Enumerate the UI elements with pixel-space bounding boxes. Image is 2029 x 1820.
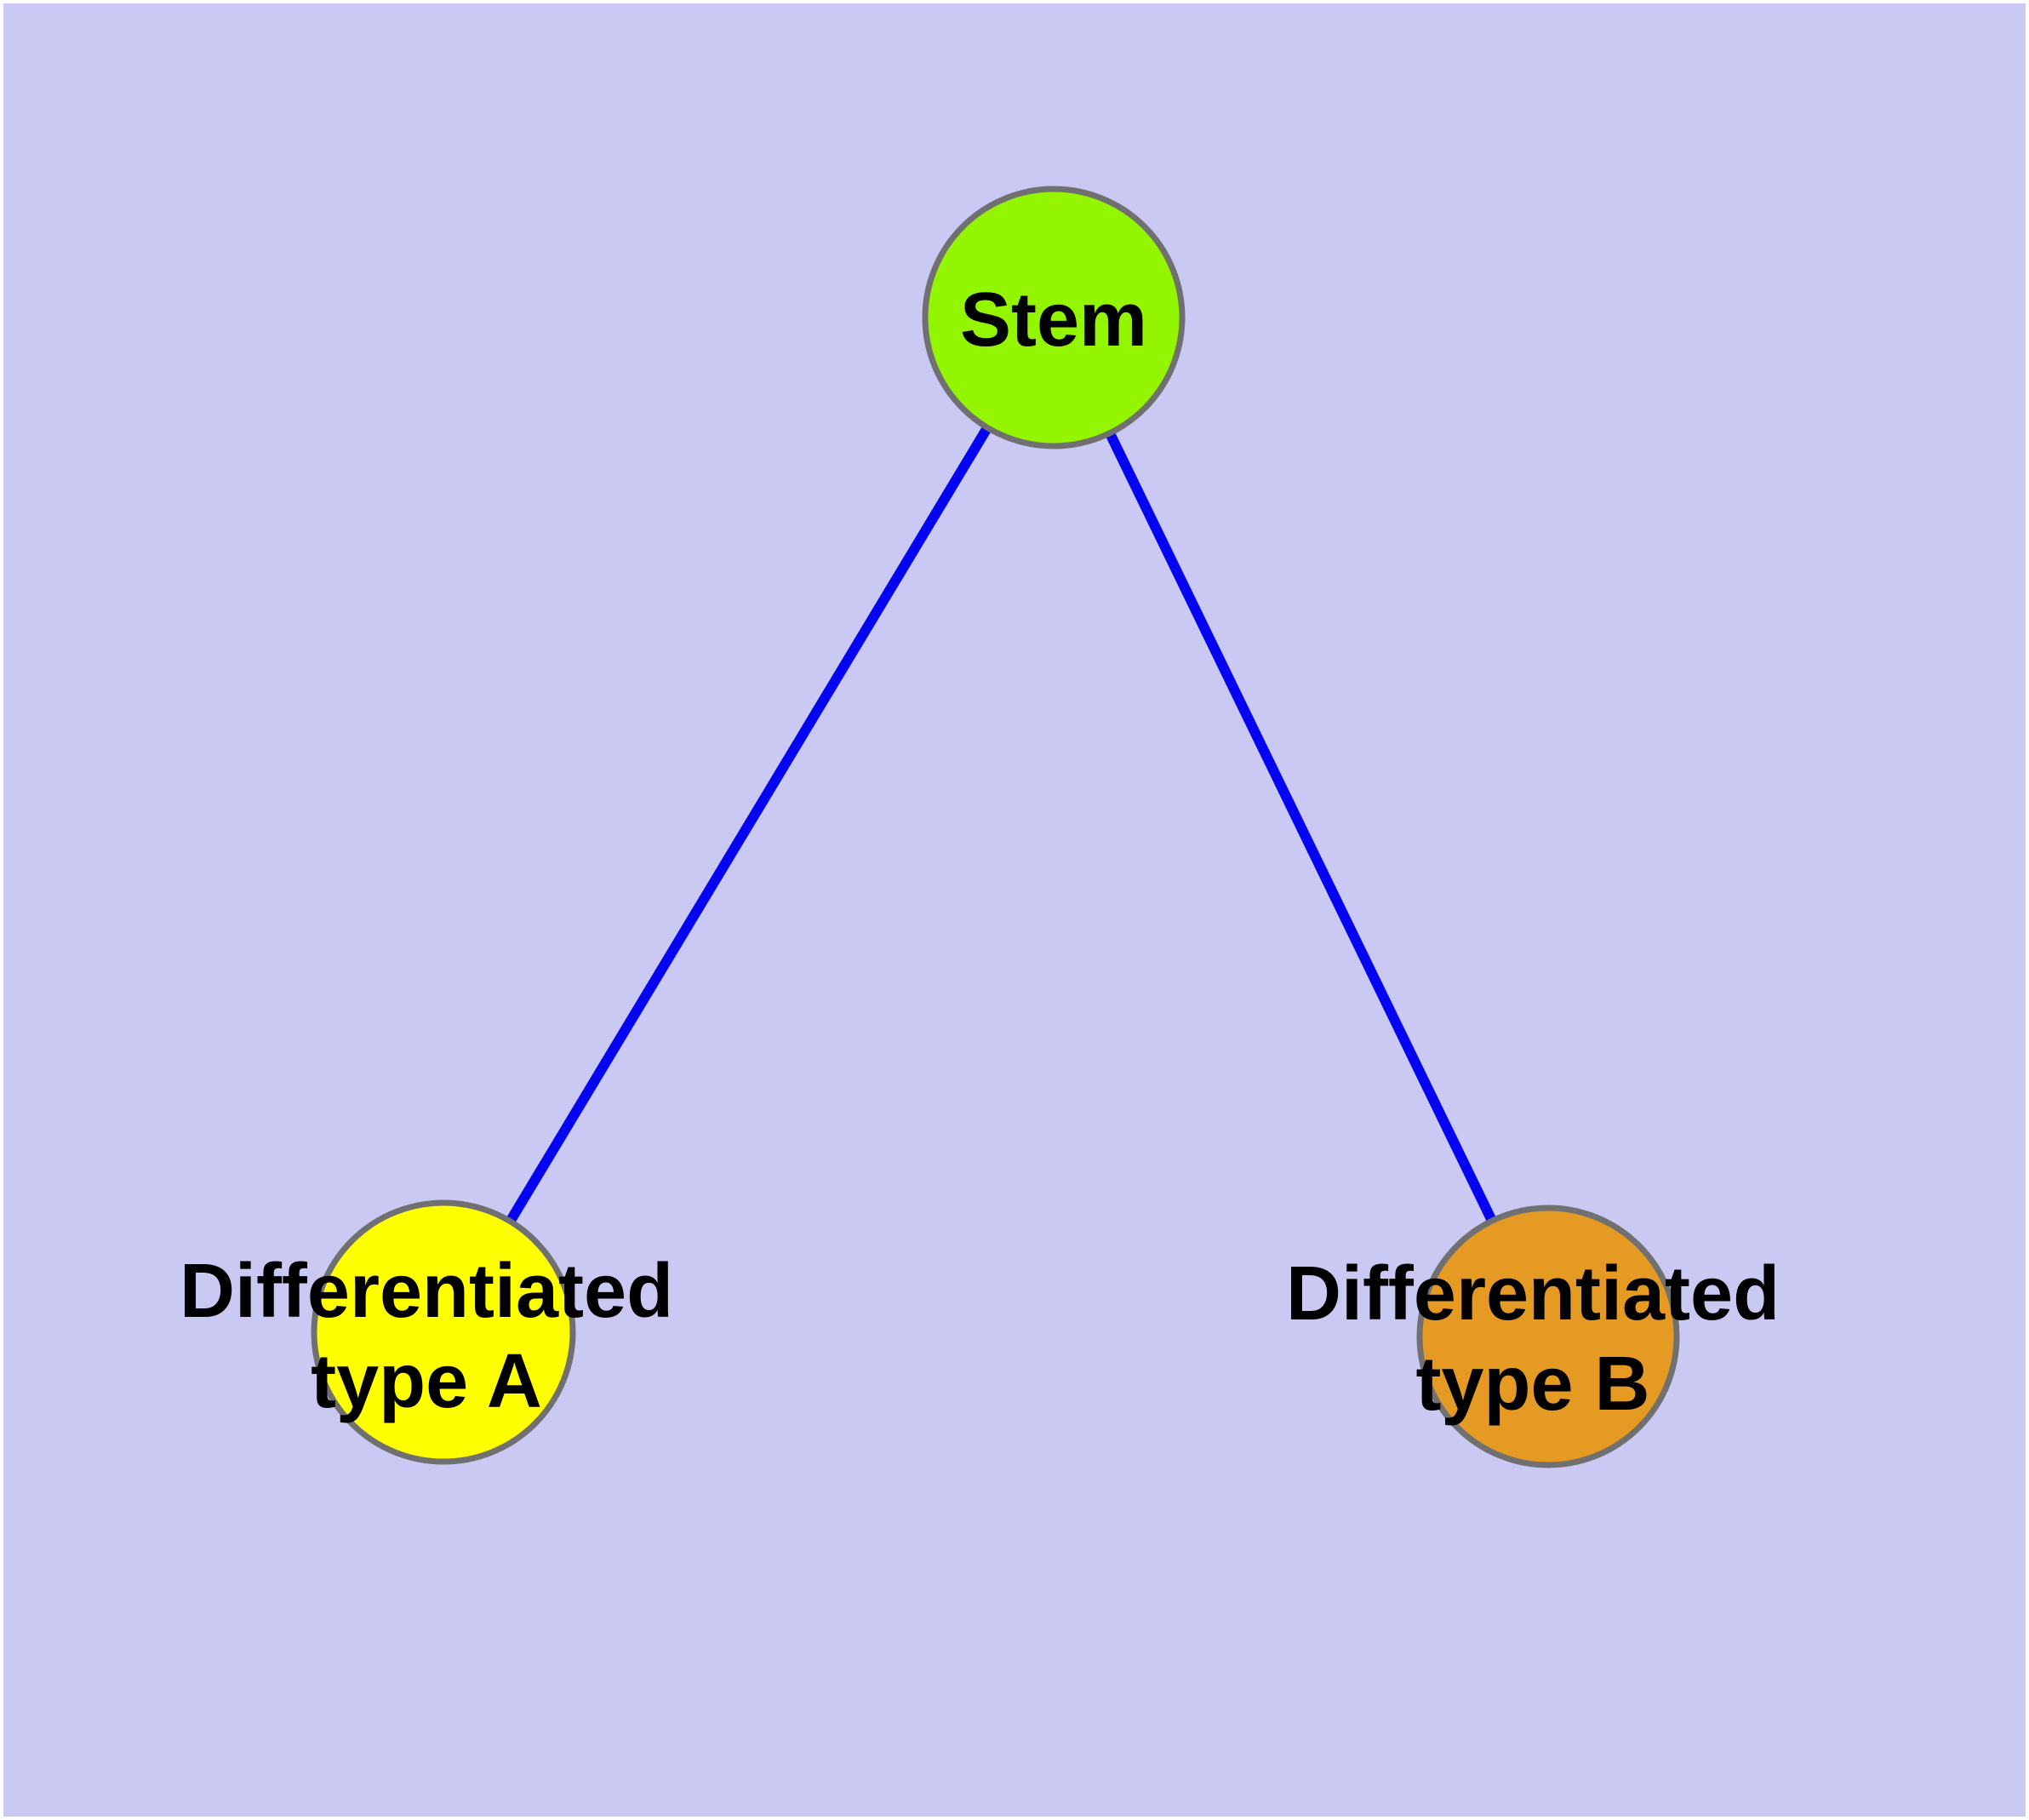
node-differentiated-type-a-circle[interactable] xyxy=(311,1199,576,1465)
node-stem-label: Stem xyxy=(959,277,1148,363)
edge-stem-to-type-b xyxy=(1049,315,1553,1339)
edge-stem-to-type-a xyxy=(438,314,1059,1336)
graph-svg xyxy=(311,186,1680,1468)
node-differentiated-type-b-label: Differentiated type B xyxy=(1285,1251,1780,1427)
node-stem-circle[interactable] xyxy=(922,186,1186,449)
graph-canvas: Stem Differentiated type A Differentiate… xyxy=(3,3,2026,1817)
node-differentiated-type-a-label: Differentiated type A xyxy=(179,1248,674,1424)
node-differentiated-type-b-circle[interactable] xyxy=(1416,1205,1680,1468)
